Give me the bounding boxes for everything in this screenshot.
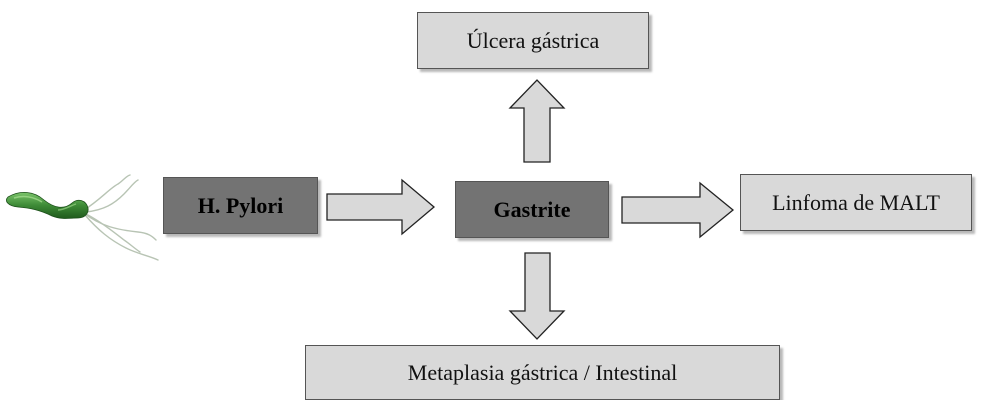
arrow-gastrite-to-ulcera [510, 80, 564, 162]
arrow-gastrite-to-linfoma [622, 183, 733, 237]
arrow-pylori-to-gastrite [327, 180, 434, 234]
arrow-gastrite-to-metaplasia [510, 253, 564, 339]
